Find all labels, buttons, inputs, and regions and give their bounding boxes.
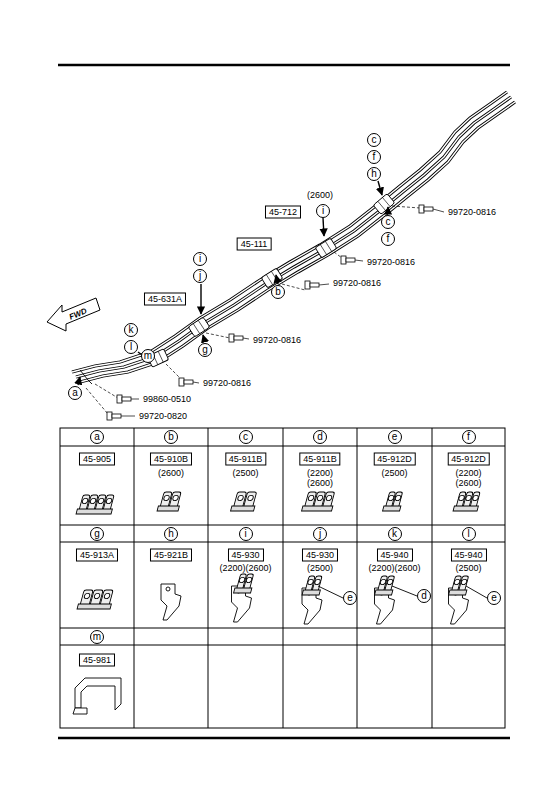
table-rule (283, 428, 284, 728)
table-rule (208, 428, 209, 728)
part-number: 45-981 (79, 654, 115, 667)
callout-letter: d (417, 589, 431, 603)
callout-letter: f (381, 232, 395, 246)
callout-letter: j (193, 269, 207, 283)
table-rule (134, 428, 135, 728)
clip-icon (76, 495, 116, 514)
part-number: 45-913A (76, 549, 118, 562)
bolt-number: 99720-0816 (332, 278, 382, 289)
callout-letter: i (239, 527, 253, 541)
leader-line (466, 586, 487, 598)
callout-letter: i (193, 252, 207, 266)
callout-letter: e (343, 591, 357, 605)
clip-icon (449, 576, 471, 595)
part-number: 45-930 (227, 549, 263, 562)
callout-letter: m (141, 349, 155, 363)
model-note: (2500) (455, 563, 481, 574)
bolt-number: 99720-0816 (252, 335, 302, 346)
model-note: (2500) (381, 468, 407, 479)
bracket-icon (375, 588, 395, 624)
callout-letter: g (198, 343, 212, 357)
bracket-icon (73, 678, 121, 714)
model-note: (2200)(2600) (368, 563, 420, 574)
part-number: 45-631A (144, 293, 186, 306)
part-number: 45-911B (299, 453, 340, 466)
clip-icon (375, 576, 397, 595)
bracket-icon (161, 584, 181, 620)
model-note: (2500) (307, 563, 333, 574)
bracket-icon (449, 588, 469, 624)
model-note: (2200) (455, 468, 481, 479)
model-note: (2600) (158, 468, 184, 479)
model-note: (2200) (307, 468, 333, 479)
callout-letter: h (164, 527, 178, 541)
callout-letter: m (90, 630, 104, 644)
part-number: 45-940 (376, 549, 412, 562)
model-note: (2600) (455, 478, 481, 489)
callout-letter: k (124, 323, 138, 337)
part-number: 45-940 (450, 549, 486, 562)
callout-letter: f (367, 150, 381, 164)
callout-letter: c (367, 133, 381, 147)
part-number: 45-712 (265, 206, 301, 219)
model-note: (2200)(2600) (219, 563, 271, 574)
callout-letter: e (487, 591, 501, 605)
clip-icon (77, 590, 115, 609)
table-rule (357, 428, 358, 728)
callout-letter: i (316, 204, 330, 218)
bracket-icon (232, 586, 252, 622)
leader-line (392, 586, 417, 596)
bolt-number: 99860-0510 (142, 394, 192, 405)
table-rule (432, 428, 433, 728)
callout-letter: c (381, 215, 395, 229)
bolt-number: 99720-0816 (447, 207, 497, 218)
bolt-number: 99720-0820 (138, 411, 188, 422)
callout-letter: g (90, 527, 104, 541)
part-number: 45-910B (150, 453, 192, 466)
callout-letter: l (124, 340, 138, 354)
callout-letter: j (313, 527, 327, 541)
clip-icon (157, 492, 183, 511)
part-number: 45-921B (150, 549, 192, 562)
clip-icon (234, 574, 256, 593)
clip-icon (231, 492, 259, 511)
part-number: 45-912D (373, 453, 416, 466)
model-note: (2600) (307, 190, 333, 201)
part-number: 45-930 (302, 549, 338, 562)
callout-letter: a (68, 386, 82, 400)
callout-letter: d (313, 430, 327, 444)
bolt-number: 99720-0816 (202, 378, 252, 389)
callout-letter: h (367, 167, 381, 181)
part-number: 45-912D (447, 453, 490, 466)
table-frame (60, 428, 505, 728)
leader-line (318, 586, 343, 598)
callout-letter: b (164, 430, 178, 444)
callout-letter: l (462, 527, 476, 541)
model-note: (2500) (232, 468, 258, 479)
bracket-icon (302, 588, 322, 624)
callout-letter: f (462, 430, 476, 444)
callout-letter: c (239, 430, 253, 444)
part-number: 45-111 (237, 238, 272, 251)
part-number: 45-911B (225, 453, 266, 466)
part-number: 45-905 (79, 453, 115, 466)
clip-icon (302, 492, 337, 511)
clip-icon (453, 492, 482, 511)
model-note: (2600) (307, 478, 333, 489)
callout-letter: b (271, 285, 285, 299)
clip-icon (302, 576, 324, 595)
bolt-number: 99720-0816 (366, 257, 416, 268)
callout-letter: a (90, 430, 104, 444)
clip-icon (383, 492, 405, 511)
callout-letter: k (388, 527, 402, 541)
callout-letter: e (388, 430, 402, 444)
